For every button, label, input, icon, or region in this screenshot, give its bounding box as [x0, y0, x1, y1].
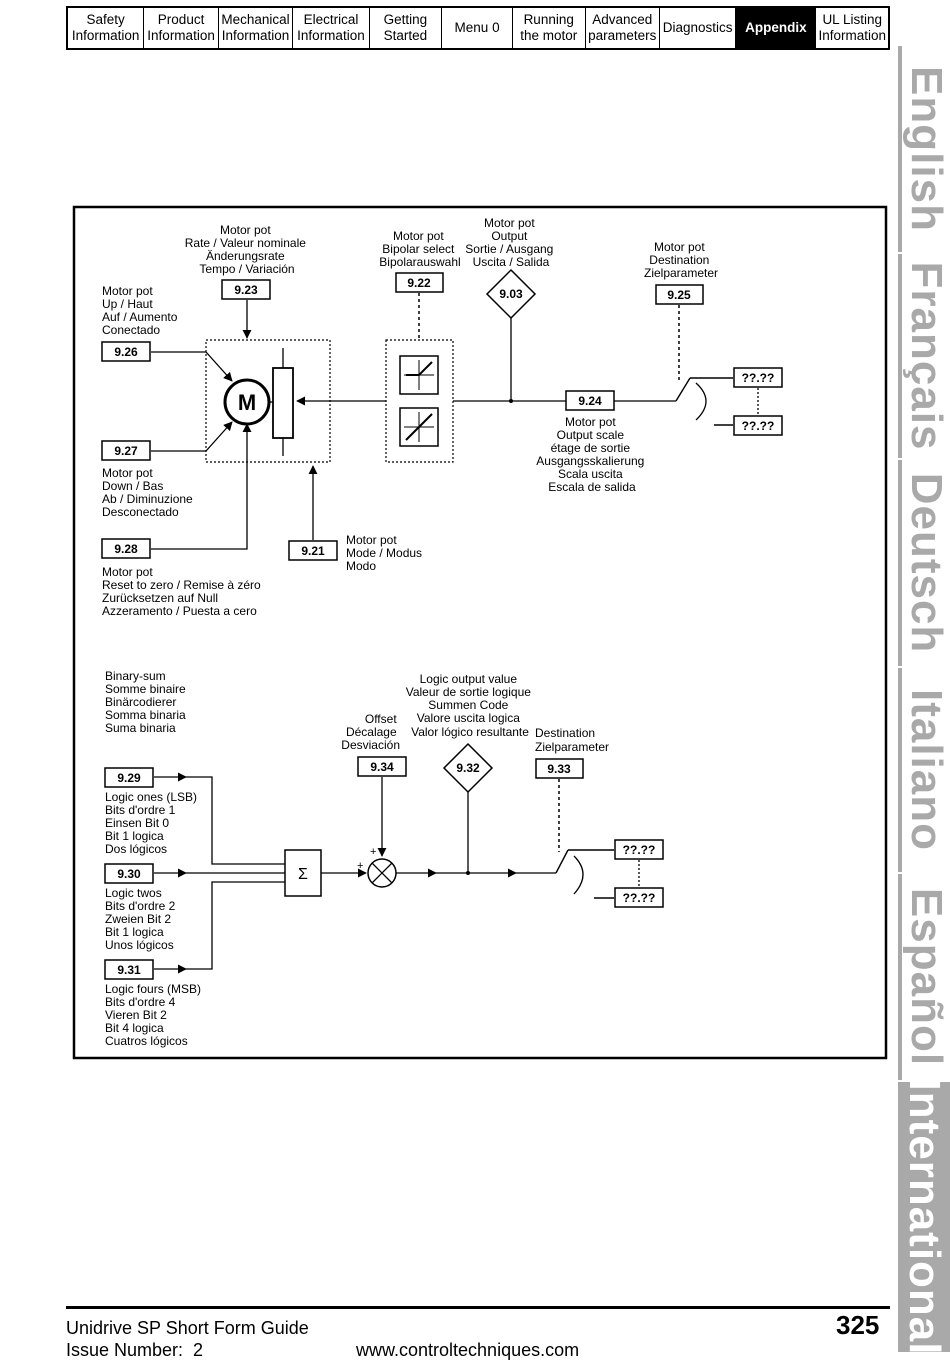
section-nav: Safety Information Product Information M… — [66, 6, 890, 50]
param-9-31: 9.31 — [117, 963, 141, 977]
tab-appendix[interactable]: Appendix — [736, 8, 817, 48]
tab-diagnostics[interactable]: Diagnostics — [660, 8, 737, 48]
tab-advanced-parameters[interactable]: Advanced parameters — [586, 8, 660, 48]
sum-block — [284, 849, 322, 897]
svg-text:+: + — [357, 860, 363, 872]
param-9-30: 9.30 — [117, 867, 141, 881]
offset-label: Offset Décalage Desviación — [341, 712, 400, 752]
tab-safety-information[interactable]: Safety Information — [68, 8, 145, 48]
tab-mechanical-information[interactable]: Mechanical Information — [219, 8, 294, 48]
param-9-28: 9.28 — [114, 542, 138, 556]
param-9-22: 9.22 — [407, 276, 431, 290]
footer-issue: Issue Number: 2 — [66, 1340, 204, 1360]
param-box-9-21 — [288, 540, 338, 561]
dest-param-box-2 — [733, 415, 783, 436]
side-tab-francais[interactable]: Français — [898, 254, 950, 458]
side-tab-international[interactable]: International — [898, 1082, 950, 1352]
binary-sum-diagram: Binary-sum Somme binaire Binärcodierer S… — [104, 669, 664, 1048]
side-tab-espanol[interactable]: Español — [898, 874, 950, 1080]
param-9-33: 9.33 — [547, 762, 571, 776]
tab-getting-started[interactable]: Getting Started — [370, 8, 443, 48]
tab-electrical-information[interactable]: Electrical Information — [293, 8, 370, 48]
binary-sum-label: Binary-sum Somme binaire Binärcodierer S… — [105, 669, 189, 735]
dest2-param-2: ??.?? — [623, 891, 656, 905]
param-9-24: 9.24 — [578, 394, 602, 408]
dest-param-1: ??.?? — [742, 371, 775, 385]
footer-url[interactable]: www.controltechniques.com — [356, 1340, 580, 1360]
rate-label: Motor pot Rate / Valeur nominale Änderun… — [185, 223, 310, 276]
dest2-param-box-1 — [614, 839, 664, 860]
param-box-9-31 — [104, 959, 154, 980]
dest-param-2: ??.?? — [742, 419, 775, 433]
side-tab-english[interactable]: English — [898, 46, 950, 252]
fours-label: Logic fours (MSB) Bits d'ordre 4 Vieren … — [105, 982, 204, 1048]
param-9-03: 9.03 — [499, 287, 523, 301]
motor-pot-diagram: Motor pot Rate / Valeur nominale Änderun… — [101, 216, 783, 618]
param-9-34: 9.34 — [370, 760, 394, 774]
param-box-9-33 — [535, 758, 584, 779]
mode-label: Motor pot Mode / Modus Modo — [346, 533, 425, 573]
reset-label: Motor pot Reset to zero / Remise à zéro … — [102, 565, 264, 618]
param-box-9-30 — [104, 863, 154, 884]
param-box-9-23 — [221, 279, 271, 300]
tab-ul-listing-information[interactable]: UL Listing Information — [818, 12, 886, 43]
tab-product-information[interactable]: Product Information — [144, 8, 219, 48]
scale-label: Motor pot Output scale étage de sortie A… — [536, 415, 647, 494]
svg-text:M: M — [238, 390, 256, 415]
param-box-9-22 — [395, 272, 444, 293]
down-label: Motor pot Down / Bas Ab / Diminuzione De… — [102, 466, 196, 519]
potentiometer-symbol — [272, 367, 294, 439]
side-tab-italiano[interactable]: Italiano — [898, 668, 950, 872]
param-9-29: 9.29 — [117, 771, 141, 785]
param-9-23: 9.23 — [234, 283, 258, 297]
param-box-9-28 — [101, 538, 151, 559]
side-tab-deutsch[interactable]: Deutsch — [898, 460, 950, 666]
page-number: 325 — [836, 1310, 880, 1340]
up-label: Motor pot Up / Haut Auf / Aumento Conect… — [102, 284, 181, 337]
dest2-param-box-2 — [614, 887, 664, 908]
destination2-label: Destination Zielparameter — [535, 726, 609, 754]
logic-output-label: Logic output value Valeur de sortie logi… — [406, 672, 535, 739]
param-diamond-9-03 — [485, 268, 537, 320]
param-box-9-27 — [101, 440, 151, 461]
dest2-param-1: ??.?? — [623, 843, 656, 857]
param-9-27: 9.27 — [114, 444, 138, 458]
output-label: Motor pot Output Sortie / Ausgang Uscita… — [465, 216, 556, 269]
footer-rule — [66, 1306, 890, 1309]
footer-title: Unidrive SP Short Form Guide — [66, 1318, 309, 1338]
diagram-frame — [72, 205, 888, 1060]
tab-running-the-motor[interactable]: Running the motor — [513, 8, 586, 48]
ones-label: Logic ones (LSB) Bits d'ordre 1 Einsen B… — [105, 790, 200, 856]
param-9-26: 9.26 — [114, 345, 138, 359]
param-9-21: 9.21 — [301, 544, 325, 558]
svg-text:Σ: Σ — [298, 866, 308, 883]
param-9-32: 9.32 — [456, 761, 480, 775]
param-9-25: 9.25 — [667, 288, 691, 302]
destination-label: Motor pot Destination Zielparameter — [644, 240, 718, 280]
param-diamond-9-32 — [442, 742, 494, 794]
twos-label: Logic twos Bits d'ordre 2 Zweien Bit 2 B… — [105, 886, 179, 952]
param-box-9-25 — [655, 284, 704, 305]
param-box-9-26 — [101, 341, 151, 362]
dest-param-box-1 — [733, 367, 783, 388]
svg-text:+: + — [370, 846, 376, 858]
param-box-9-34 — [357, 756, 407, 777]
tab-menu-0[interactable]: Menu 0 — [442, 8, 513, 48]
bipolar-label: Motor pot Bipolar select Bipolarauswahl — [379, 229, 460, 269]
param-box-9-29 — [104, 767, 154, 788]
